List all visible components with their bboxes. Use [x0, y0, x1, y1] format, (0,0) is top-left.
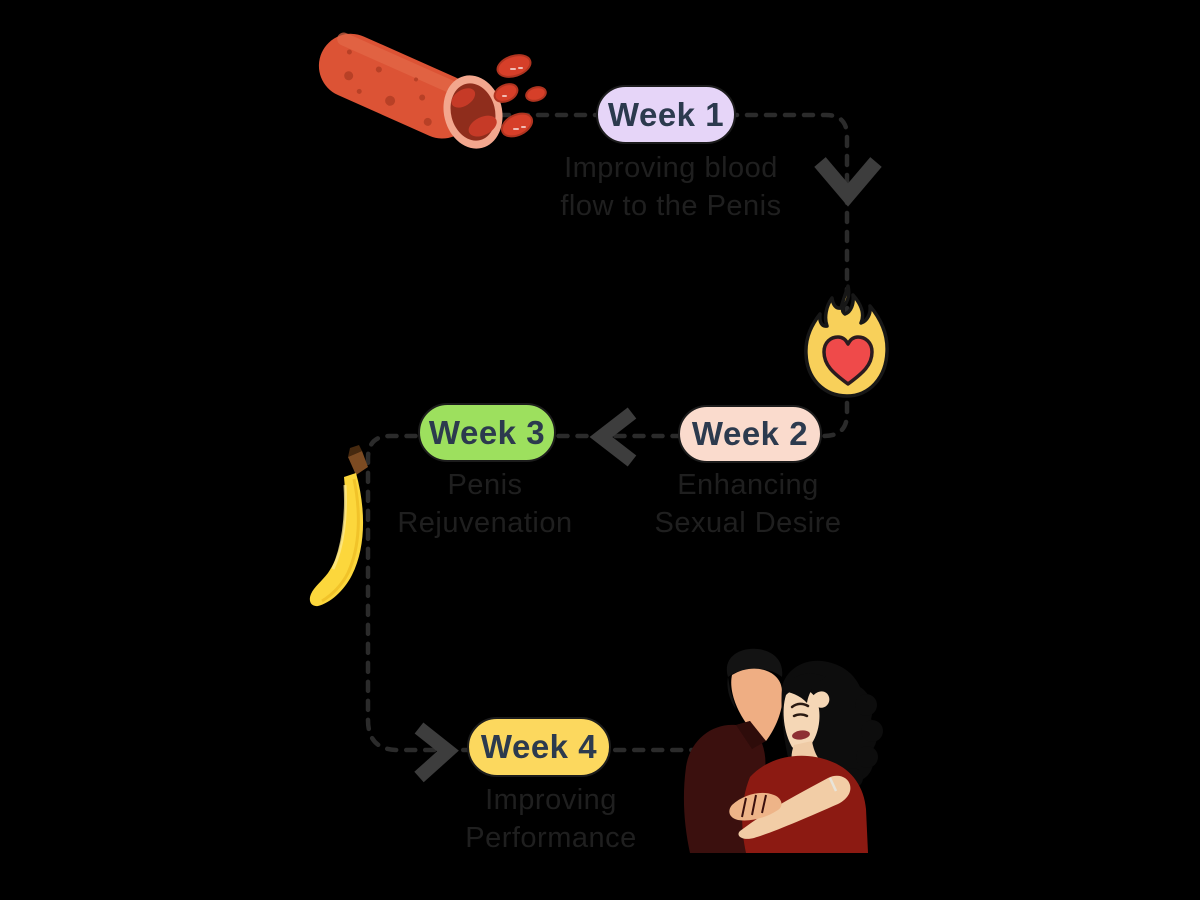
- week1-description: Improving blood flow to the Penis: [511, 149, 831, 225]
- week2-badge: Week 2: [678, 405, 822, 463]
- flaming-heart-icon: [804, 284, 889, 398]
- week1-description-line1: Improving blood: [564, 152, 778, 184]
- arrow-down-icon: [814, 157, 882, 207]
- week4-label: Week 4: [480, 728, 598, 765]
- week2-description: Enhancing Sexual Desire: [588, 466, 908, 542]
- week2-description-line1: Enhancing: [677, 469, 819, 501]
- week3-label: Week 3: [428, 413, 546, 451]
- week4-description-line1: Improving: [485, 784, 617, 816]
- week1-badge: Week 1: [596, 85, 736, 144]
- week3-description-line1: Penis: [447, 469, 523, 501]
- week3-description: Penis Rejuvenation: [325, 466, 645, 542]
- week4-description: Improving Performance: [391, 781, 711, 857]
- embracing-couple-icon: [683, 648, 883, 853]
- week3-badge: Week 3: [418, 403, 556, 462]
- week4-description-line2: Performance: [465, 822, 637, 854]
- week2-description-line2: Sexual Desire: [654, 507, 842, 539]
- banana-icon: [309, 445, 368, 607]
- week4-badge: Week 4: [467, 717, 611, 777]
- week1-label: Week 1: [607, 95, 725, 133]
- blood-vessel-icon: [318, 32, 547, 149]
- arrow-left-icon: [589, 407, 637, 467]
- week2-label: Week 2: [691, 415, 809, 452]
- week1-description-line2: flow to the Penis: [560, 190, 782, 222]
- week3-description-line2: Rejuvenation: [397, 507, 573, 539]
- arrow-right-icon: [414, 722, 459, 783]
